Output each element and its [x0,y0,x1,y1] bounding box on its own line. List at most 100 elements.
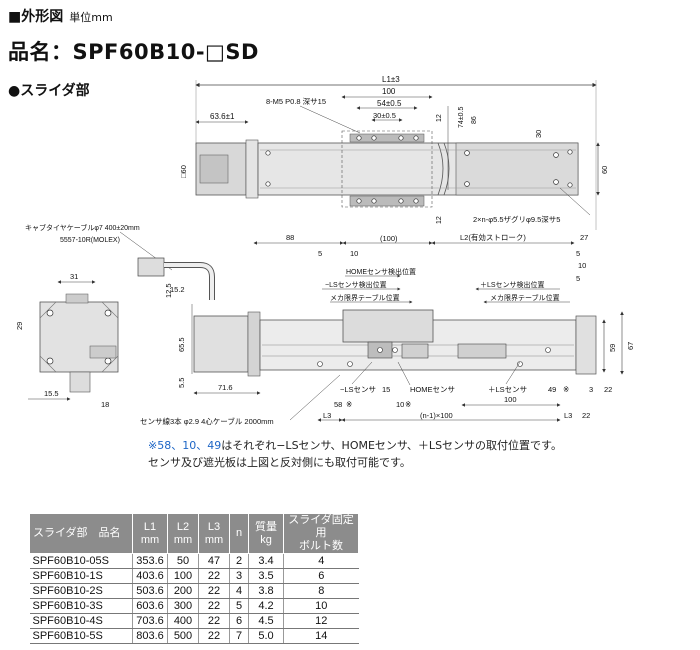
cell-n: 5 [229,598,249,614]
cell-l1: 353.6 [132,553,168,569]
cell-l3: 22 [198,628,230,644]
cell-l3: 22 [198,583,230,599]
dim-100: 100 [382,87,396,96]
cell-name: SPF60B10-4S [29,613,133,629]
header-l1-label: L1 [143,520,157,533]
plus-ls-sensor-label: ＋LSセンサ [488,385,527,394]
dim-l3b: L3 [564,411,572,420]
top-view: L1±3 100 54±0.5 30±0.5 63.6±1 8-M5 P0.8 … [179,75,609,230]
header-l2-label: L2 [176,520,190,533]
header-l1-unit: mm [140,533,160,546]
dim-10b: 10 [578,261,586,270]
dim-86: 86 [471,116,478,124]
dim-18: 18 [101,400,109,409]
dim-65-5: 65.5 [177,337,186,352]
cell-n: 3 [229,568,249,584]
plus-ls-position-label: ＋LSセンサ検出位置 [480,280,545,289]
dim-49: 49 [548,385,556,394]
table-row: SPF60B10-05S 353.6 50 47 2 3.4 4 [29,553,359,569]
cell-name: SPF60B10-1S [29,568,133,584]
bottom-holes-label: 2×n-φ5.5ザグリφ9.5深サ5 [473,214,560,224]
dimension-drawing: L1±3 100 54±0.5 30±0.5 63.6±1 8-M5 P0.8 … [15,75,635,426]
cell-bolts: 14 [283,628,359,644]
product-name: 品名：SPF60B10-□SD [8,40,259,64]
cell-mass: 4.2 [248,598,284,614]
cell-l2: 500 [167,628,199,644]
dim-22b: 22 [582,411,590,420]
cell-n: 2 [229,553,249,569]
dim-5c: 5 [576,274,580,283]
front-view: キャブタイヤケーブルφ7 400±20mm 5557-10R(MOLEX) 15… [15,223,635,426]
dim-12b: 12 [436,216,443,224]
dim-60: 60 [600,166,609,174]
dim-58-mark: ※ [346,400,352,409]
dim-63-6: 63.6±1 [210,112,235,121]
mech-limit-left-label: メカ限界テーブル位置 [330,293,400,302]
cell-l2: 300 [167,598,199,614]
dim-l3a: L3 [323,411,331,420]
cell-bolts: 6 [283,568,359,584]
cell-l3: 47 [198,553,230,569]
section-title-text: ■外形図 [8,9,64,25]
dim-10-mark: ※ [405,400,411,409]
dim-30: 30±0.5 [373,111,396,120]
cell-bolts: 10 [283,598,359,614]
dim-30v: 30 [534,130,543,138]
dim-15: 15 [382,385,390,394]
cable-label: キャブタイヤケーブルφ7 400±20mm [25,223,140,232]
cell-l2: 400 [167,613,199,629]
cell-name: SPF60B10-3S [29,598,133,614]
cell-l1: 403.6 [132,568,168,584]
table-row: SPF60B10-1S 403.6 100 22 3 3.5 6 [29,568,359,584]
cell-l1: 703.6 [132,613,168,629]
dim-3: 3 [589,385,593,394]
cell-l3: 22 [198,613,230,629]
dim-10c: 10 [396,400,404,409]
dim-31: 31 [70,272,78,281]
cell-mass: 5.0 [248,628,284,644]
table-row: SPF60B10-2S 503.6 200 22 4 3.8 8 [29,583,359,599]
dim-l2: L2(有効ストローク) [460,232,526,242]
cell-bolts: 8 [283,583,359,599]
connector-label: 5557-10R(MOLEX) [60,237,120,244]
cell-bolts: 4 [283,553,359,569]
table-row: SPF60B10-4S 703.6 400 22 6 4.5 12 [29,613,359,629]
home-position-label: HOMEセンサ検出位置 [346,267,416,276]
dim-71-6: 71.6 [218,383,233,392]
dim-88: 88 [286,233,294,242]
dim-12a: 12 [436,114,443,122]
minus-ls-sensor-label: −LSセンサ [340,385,376,394]
dim-29: 29 [15,322,24,330]
dim-58: 58 [334,400,342,409]
header-mass-label: 質量 [255,520,277,533]
cell-mass: 3.4 [248,553,284,569]
dim-59: 59 [608,344,617,352]
mech-limit-right-label: メカ限界テーブル位置 [490,293,560,302]
header-l3-unit: mm [204,533,224,546]
dim-5b: 5 [576,249,580,258]
cell-n: 6 [229,613,249,629]
home-sensor-label: HOMEセンサ [410,385,455,394]
cell-l1: 603.6 [132,598,168,614]
unit-label: 単位mm [69,11,113,24]
dim-49-mark: ※ [563,385,569,394]
cell-mass: 4.5 [248,613,284,629]
minus-ls-position-label: −LSセンサ検出位置 [325,280,387,289]
section-title: ■外形図単位mm [8,6,113,26]
mount-holes-label: 8-M5 P0.8 深サ15 [266,97,326,106]
header-bolts-unit: ボルト数 [299,540,343,552]
cell-l2: 200 [167,583,199,599]
cell-n: 4 [229,583,249,599]
dim-100b: 100 [504,395,517,404]
note-marked-values: ※58、10、49 [148,439,222,452]
note-sensor-positions: ※58、10、49はそれぞれ−LSセンサ、HOMEセンサ、＋LSセンサの取付位置… [148,437,562,453]
dim-100p: (100) [380,234,398,243]
dim-27: 27 [580,233,588,242]
dim-10a: 10 [350,249,358,258]
cell-l3: 22 [198,598,230,614]
